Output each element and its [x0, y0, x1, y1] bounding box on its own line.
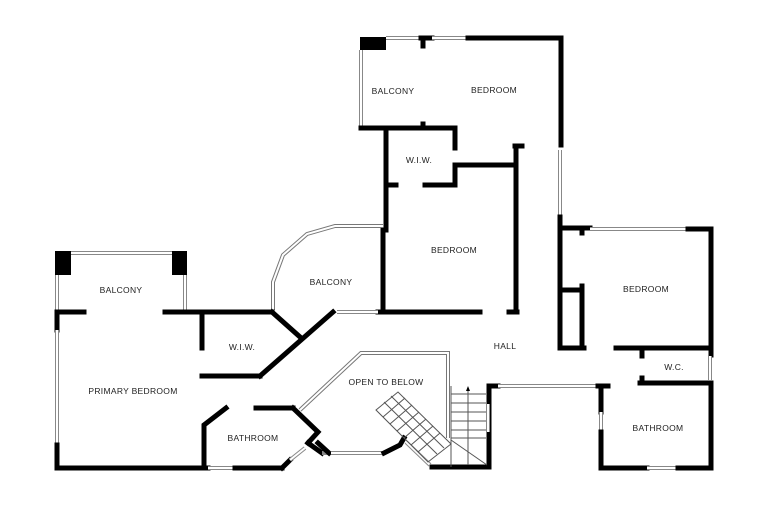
- room-label-bedroom-top: BEDROOM: [470, 85, 518, 95]
- room-label-bedroom-center: BEDROOM: [430, 245, 478, 255]
- room-label-wiw-top: W.I.W.: [405, 155, 433, 165]
- room-label-open-to-below: OPEN TO BELOW: [348, 377, 424, 387]
- room-label-hall: HALL: [493, 341, 517, 351]
- room-label-balcony-top: BALCONY: [371, 86, 415, 96]
- room-label-primary-bedroom: PRIMARY BEDROOM: [88, 386, 178, 396]
- staircase: [375, 386, 488, 467]
- room-label-balcony-center: BALCONY: [309, 277, 353, 287]
- room-label-wc: W.C.: [664, 362, 684, 372]
- room-label-bedroom-right: BEDROOM: [622, 284, 670, 294]
- room-label-bathroom-right: BATHROOM: [632, 423, 684, 433]
- room-label-wiw-left: W.I.W.: [228, 342, 256, 352]
- balcony-pillar: [360, 37, 386, 50]
- room-label-balcony-left: BALCONY: [99, 285, 143, 295]
- room-label-bathroom-left: BATHROOM: [227, 433, 279, 443]
